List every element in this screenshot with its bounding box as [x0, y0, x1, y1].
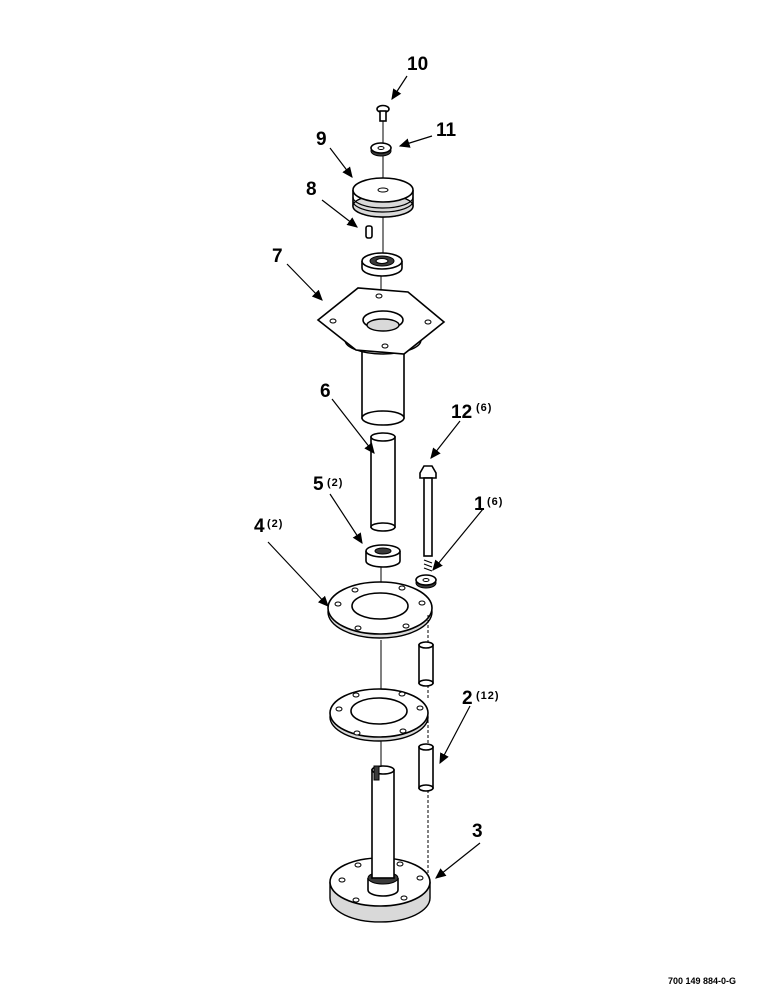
- part-2-spacer-lower: [418, 743, 434, 792]
- callout-10: 10: [407, 54, 428, 75]
- part-3-base: [329, 765, 431, 923]
- callout-2-qty: (12): [476, 690, 500, 702]
- callout-1: 1: [474, 494, 485, 515]
- callout-1-qty: (6): [487, 496, 503, 508]
- leader-arrows: [267, 75, 484, 879]
- callout-12-qty: (6): [476, 402, 492, 414]
- drawing-code: 700 149 884-0-G: [668, 976, 736, 986]
- part-7-housing: [316, 287, 446, 426]
- callout-5: 5: [313, 474, 324, 495]
- part-5-bearing: [365, 544, 401, 568]
- part-4-plate-lower: [329, 688, 429, 742]
- callout-5-qty: (2): [327, 477, 343, 489]
- part-6-shaft: [370, 432, 396, 532]
- callout-7: 7: [272, 246, 283, 267]
- part-11-washer: [370, 142, 392, 157]
- bearing-upper: [361, 252, 403, 277]
- callout-9: 9: [316, 129, 327, 150]
- callout-8: 8: [306, 179, 317, 200]
- part-9-pulley: [352, 177, 414, 218]
- callout-3: 3: [472, 821, 483, 842]
- part-1-washer: [415, 574, 437, 589]
- callout-4: 4: [254, 516, 265, 537]
- part-10-bolt: [376, 104, 390, 122]
- callout-11: 11: [436, 120, 457, 141]
- part-2-spacer-upper: [418, 641, 434, 687]
- part-12-long-bolt: [419, 465, 437, 572]
- callout-12: 12: [451, 402, 472, 423]
- callout-6: 6: [320, 381, 331, 402]
- part-8-key: [365, 225, 373, 239]
- callout-4-qty: (2): [267, 518, 283, 530]
- part-4-plate-upper: [327, 581, 433, 639]
- callout-2: 2: [462, 688, 473, 709]
